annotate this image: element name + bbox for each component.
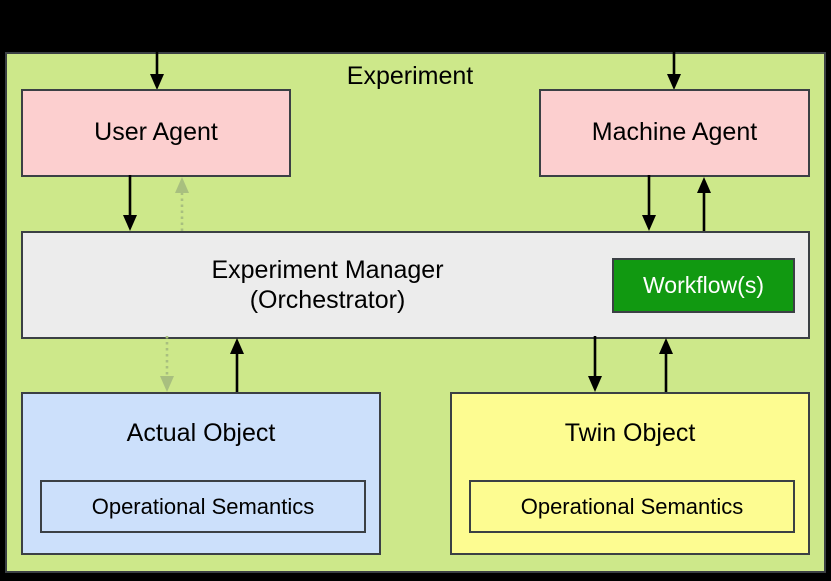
arrow-actual-object-to-manager (227, 336, 247, 394)
node-user-agent[interactable]: User Agent (21, 89, 291, 177)
user-agent-label: User Agent (94, 118, 218, 147)
arrow-user-agent-to-manager (120, 175, 140, 233)
arrow-manager-to-twin-object (585, 336, 605, 394)
arrow-manager-to-user-agent (172, 175, 192, 233)
machine-agent-label: Machine Agent (591, 118, 758, 147)
node-workflows[interactable]: Workflow(s) (612, 258, 795, 313)
experiment-title: Experiment (346, 62, 474, 90)
arrow-external-to-user-agent (147, 44, 167, 92)
node-twin-object[interactable]: Twin Object Operational Semantics (450, 392, 810, 555)
node-machine-agent[interactable]: Machine Agent (539, 89, 810, 177)
actual-object-label: Actual Object (126, 419, 276, 447)
workflows-label: Workflow(s) (643, 272, 764, 298)
arrow-external-to-machine-agent (664, 44, 684, 92)
twin-object-semantics-label: Operational Semantics (520, 493, 744, 519)
actual-object-semantics-label: Operational Semantics (91, 493, 315, 519)
actual-object-operational-semantics[interactable]: Operational Semantics (40, 480, 366, 533)
node-actual-object[interactable]: Actual Object Operational Semantics (21, 392, 381, 555)
node-experiment-manager[interactable]: Experiment Manager (Orchestrator) Workfl… (21, 231, 810, 339)
twin-object-operational-semantics[interactable]: Operational Semantics (469, 480, 795, 533)
twin-object-label: Twin Object (564, 419, 696, 447)
experiment-manager-label: Experiment Manager (Orchestrator) (211, 256, 444, 314)
arrow-twin-object-to-manager (656, 336, 676, 394)
arrow-manager-to-machine-agent (694, 175, 714, 233)
arrow-machine-agent-to-manager (639, 175, 659, 233)
arrow-manager-to-actual-object (157, 336, 177, 394)
